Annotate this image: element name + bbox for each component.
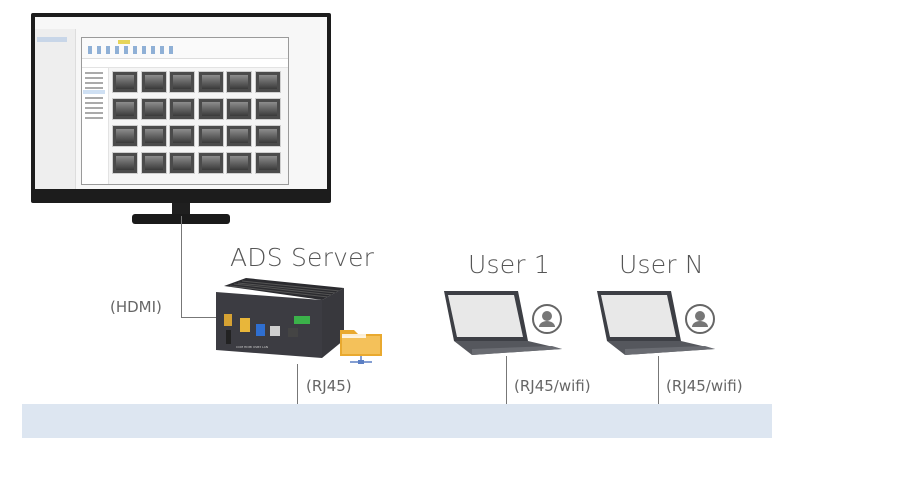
user-n-conn-label: (RJ45/wifi) <box>666 377 743 395</box>
user-circle-icon <box>532 304 562 334</box>
file-explorer-window <box>81 37 289 185</box>
image-thumbnail <box>140 71 167 93</box>
nav-pane-selected <box>83 90 105 94</box>
image-thumbnail <box>197 98 224 120</box>
user-n-title: User N <box>619 250 704 279</box>
image-thumbnail <box>140 98 167 120</box>
ribbon-tab-active <box>118 40 130 44</box>
image-thumbnail <box>112 152 138 174</box>
server-rj45-wire <box>297 364 298 404</box>
server-title: ADS Server <box>230 243 375 272</box>
mini-pc: COM HDMI USB3 LAN <box>216 278 346 364</box>
hdmi-wire-horizontal <box>181 317 219 318</box>
image-thumbnail <box>197 125 224 147</box>
image-thumbnail <box>112 125 138 147</box>
image-thumbnail <box>169 125 195 147</box>
server-rj45-label: (RJ45) <box>306 377 352 395</box>
image-thumbnail <box>169 152 195 174</box>
image-thumbnail <box>197 71 224 93</box>
image-thumbnail <box>254 152 281 174</box>
file-explorer-ribbon <box>82 38 288 59</box>
image-thumbnail <box>254 71 281 93</box>
user-1-title: User 1 <box>468 250 551 279</box>
hdmi-label: (HDMI) <box>110 298 162 316</box>
nav-pane-items <box>85 72 103 122</box>
monitor <box>31 13 331 224</box>
image-thumbnail <box>226 98 252 120</box>
desktop-app-sidebar-item <box>37 37 67 42</box>
image-thumbnail <box>169 98 195 120</box>
desktop-app-sidebar <box>35 29 76 189</box>
monitor-stand-neck <box>172 203 190 215</box>
thumbnail-grid <box>112 71 284 179</box>
image-thumbnail <box>169 71 195 93</box>
user-1-wire <box>506 356 507 404</box>
image-thumbnail <box>140 152 167 174</box>
user-circle-icon <box>685 304 715 334</box>
image-thumbnail <box>226 125 252 147</box>
network-bar <box>22 404 772 438</box>
image-thumbnail <box>254 98 281 120</box>
image-thumbnail <box>197 152 224 174</box>
user-1-conn-label: (RJ45/wifi) <box>514 377 591 395</box>
monitor-screen <box>35 17 327 189</box>
image-thumbnail <box>140 125 167 147</box>
image-thumbnail <box>112 98 138 120</box>
svg-text:COM HDMI USB3 LAN: COM HDMI USB3 LAN <box>236 345 268 349</box>
file-explorer-nav-pane <box>82 68 109 184</box>
user-n-wire <box>658 356 659 404</box>
image-thumbnail <box>254 125 281 147</box>
network-folder-icon <box>338 322 386 366</box>
mini-pc-graphic: COM HDMI USB3 LAN <box>216 278 344 358</box>
user-n-laptop <box>595 289 717 357</box>
ribbon-icon-group <box>88 46 178 54</box>
file-explorer-address-bar <box>82 59 288 68</box>
image-thumbnail <box>226 71 252 93</box>
user-1-laptop <box>442 289 564 357</box>
hdmi-wire <box>181 216 182 317</box>
image-thumbnail <box>112 71 138 93</box>
image-thumbnail <box>226 152 252 174</box>
